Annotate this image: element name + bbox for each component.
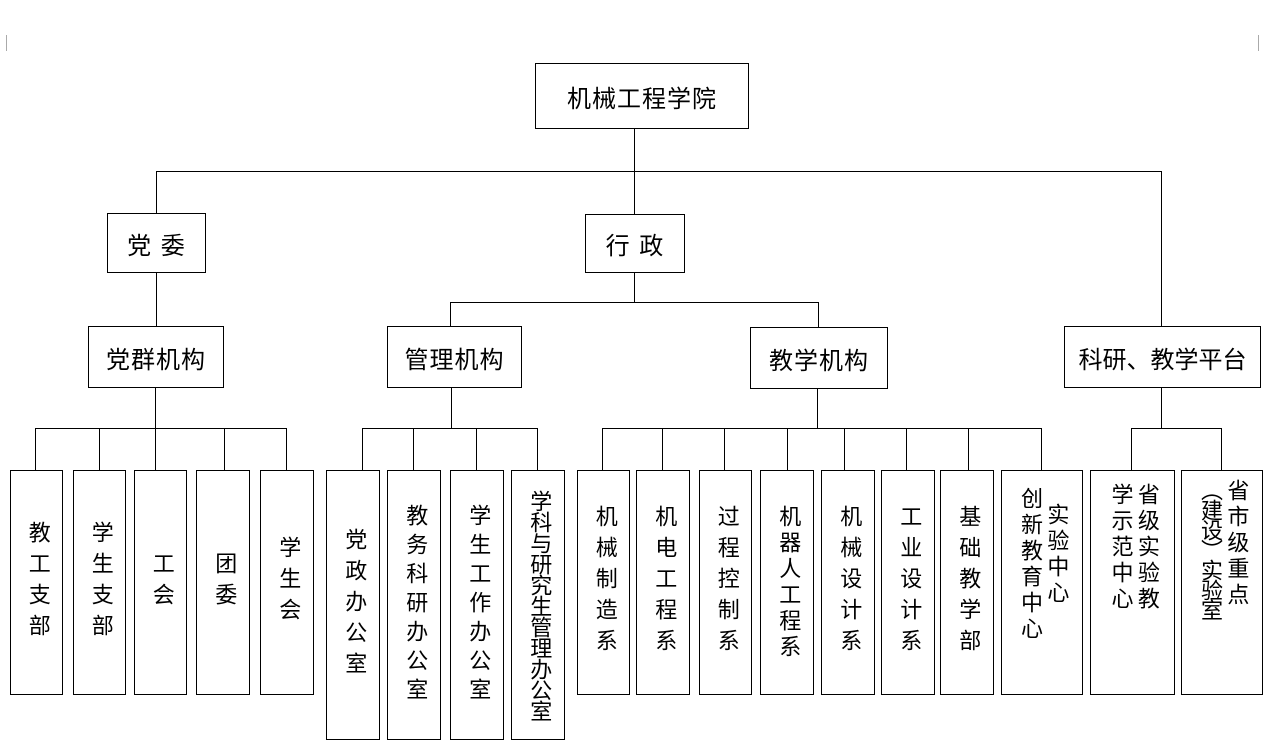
connector-line (634, 272, 635, 303)
management-orgs-box: 管理机构 (387, 326, 522, 388)
party-committee-box: 党 委 (107, 213, 206, 273)
unit-innovation-center: 创新教育中心 实验中心 (1001, 470, 1083, 695)
unit-provincial-center-col1: 省级实验教 (1133, 483, 1159, 613)
unit-dept-mechatronics: 机电工程系 (636, 470, 690, 695)
unit-dept-manufacturing: 机械制造系 (577, 470, 630, 695)
connector-line (1131, 428, 1222, 429)
connector-line (156, 171, 1162, 172)
unit-student-union: 学生会 (260, 470, 314, 695)
connector-line (451, 387, 452, 429)
unit-dept-robotics: 机器人工程系 (760, 470, 814, 695)
connector-line (155, 387, 156, 471)
unit-union-label: 工会 (148, 551, 174, 614)
unit-student-branch-label: 学生支部 (87, 520, 113, 645)
connector-line (662, 428, 663, 471)
connector-line (1221, 428, 1222, 471)
unit-city-lab-col1: 省市级重点 (1223, 479, 1249, 609)
unit-student-affairs-office: 学生工作办公室 (450, 470, 504, 740)
connector-line (99, 428, 100, 471)
unit-city-lab: （建设）实验室 省市级重点 (1181, 470, 1263, 695)
connector-line (450, 302, 819, 303)
unit-dept-mech-design: 机械设计系 (821, 470, 875, 695)
unit-party-office-label: 党政办公室 (341, 527, 367, 683)
unit-provincial-center-col2: 学示范中心 (1107, 483, 1133, 613)
unit-dept-manufacturing-label: 机械制造系 (591, 505, 617, 660)
unit-faculty-branch: 教工支部 (10, 470, 63, 695)
unit-faculty-branch-label: 教工支部 (24, 520, 50, 645)
research-platform-label: 科研、教学平台 (1078, 345, 1247, 374)
unit-basic-teaching-label: 基础教学部 (955, 505, 981, 660)
party-orgs-box: 党群机构 (88, 326, 224, 388)
page-corner-mark-right (1258, 35, 1265, 51)
connector-line (362, 428, 538, 429)
management-orgs-label: 管理机构 (404, 345, 505, 374)
unit-graduate-office: 学科与研究生管理办公室 (511, 470, 565, 740)
connector-line (1161, 387, 1162, 429)
unit-graduate-office-label: 学科与研究生管理办公室 (526, 489, 552, 721)
connector-line (634, 128, 635, 172)
connector-line (450, 302, 451, 328)
administration-label: 行 政 (605, 232, 665, 260)
connector-line (1161, 171, 1162, 328)
connector-line (1131, 428, 1132, 471)
unit-innovation-center-col2: 创新教育中心 (1017, 487, 1042, 643)
unit-provincial-center: 学示范中心 省级实验教 (1090, 470, 1175, 695)
connector-line (35, 428, 36, 471)
connector-line (817, 388, 818, 429)
unit-student-union-label: 学生会 (275, 536, 301, 629)
connector-line (476, 428, 477, 471)
connector-line (787, 428, 788, 471)
unit-dept-industrial-design: 工业设计系 (881, 470, 935, 695)
connector-line (906, 428, 907, 471)
administration-box: 行 政 (585, 214, 685, 273)
party-committee-label: 党 委 (127, 231, 186, 260)
connector-line (602, 428, 1042, 429)
teaching-orgs-box: 教学机构 (750, 327, 888, 389)
connector-line (156, 171, 157, 214)
unit-dept-robotics-label: 机器人工程系 (775, 504, 801, 661)
connector-line (602, 428, 603, 471)
connector-line (1041, 428, 1042, 471)
connector-line (286, 428, 287, 471)
connector-line (537, 428, 538, 471)
unit-dept-mech-design-label: 机械设计系 (836, 505, 862, 660)
teaching-orgs-label: 教学机构 (769, 346, 869, 375)
unit-party-office: 党政办公室 (326, 470, 380, 740)
unit-dept-mechatronics-label: 机电工程系 (651, 505, 677, 660)
unit-student-affairs-office-label: 学生工作办公室 (465, 503, 491, 707)
unit-student-branch: 学生支部 (73, 470, 126, 695)
party-orgs-label: 党群机构 (106, 345, 206, 374)
unit-youth-league-label: 团委 (211, 551, 237, 614)
unit-academic-office: 教务科研办公室 (387, 470, 441, 740)
connector-line (634, 171, 635, 215)
connector-line (224, 428, 225, 471)
unit-union: 工会 (134, 470, 187, 695)
unit-city-lab-col2: （建设）实验室 (1197, 479, 1222, 619)
research-platform-box: 科研、教学平台 (1064, 326, 1261, 388)
connector-line (413, 428, 414, 471)
unit-dept-process-control-label: 过程控制系 (713, 505, 739, 660)
org-root-box: 机械工程学院 (535, 63, 749, 129)
connector-line (35, 428, 287, 429)
org-root-label: 机械工程学院 (567, 84, 717, 113)
unit-basic-teaching: 基础教学部 (940, 470, 994, 695)
connector-line (156, 272, 157, 327)
unit-academic-office-label: 教务科研办公室 (402, 503, 428, 707)
connector-line (362, 428, 363, 471)
connector-line (818, 302, 819, 328)
unit-dept-process-control: 过程控制系 (699, 470, 752, 695)
connector-line (844, 428, 845, 471)
unit-innovation-center-col1: 实验中心 (1043, 503, 1069, 607)
connector-line (724, 428, 725, 471)
unit-youth-league: 团委 (196, 470, 250, 695)
page-corner-mark-left (0, 35, 7, 51)
unit-dept-industrial-design-label: 工业设计系 (896, 505, 922, 660)
connector-line (968, 428, 969, 471)
